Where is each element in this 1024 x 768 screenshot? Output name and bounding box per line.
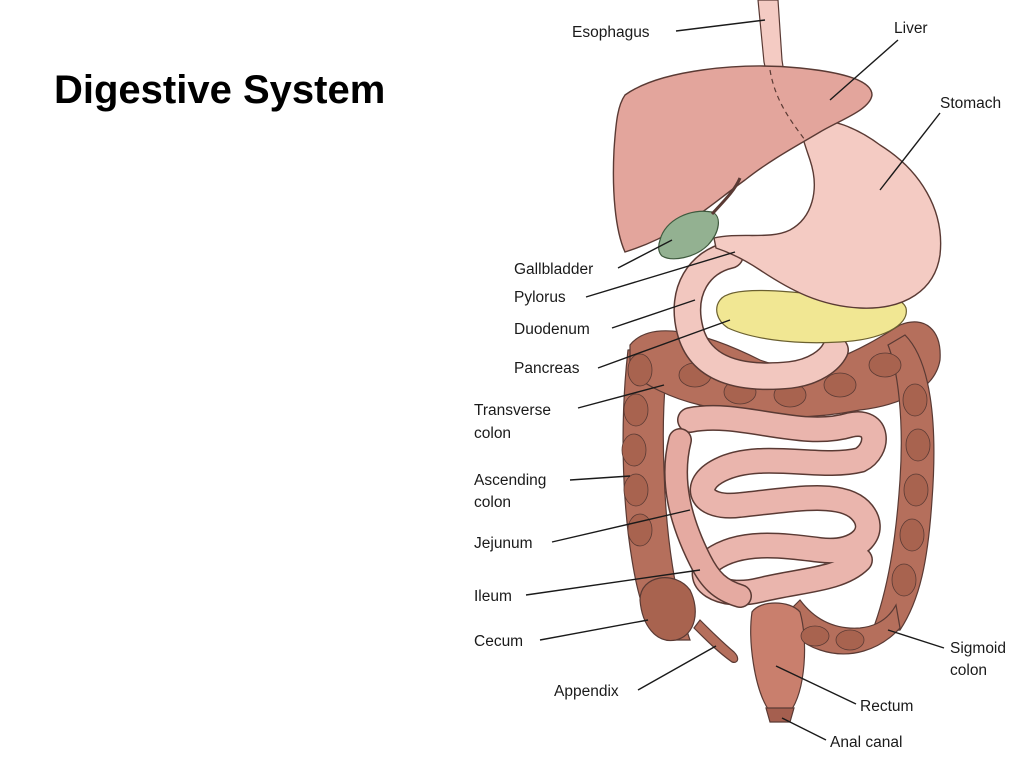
label-duodenum: Duodenum bbox=[514, 321, 590, 338]
label-transverse-colon-line2: colon bbox=[474, 425, 511, 442]
label-ileum: Ileum bbox=[474, 588, 512, 605]
label-cecum: Cecum bbox=[474, 633, 523, 650]
label-sigmoid-colon-line1: Sigmoid bbox=[950, 640, 1006, 657]
slide-title: Digestive System bbox=[54, 68, 386, 112]
rectum-shape bbox=[750, 602, 806, 713]
label-sigmoid-colon-line2: colon bbox=[950, 662, 987, 679]
label-liver: Liver bbox=[894, 20, 928, 37]
bile-duct bbox=[710, 177, 742, 216]
label-ascending-colon-line2: colon bbox=[474, 494, 511, 511]
appendix-shape bbox=[693, 619, 739, 663]
label-gallbladder: Gallbladder bbox=[514, 261, 593, 278]
anal-canal-shape bbox=[765, 707, 795, 723]
label-pylorus: Pylorus bbox=[514, 289, 566, 306]
label-ascending-colon-line1: Ascending bbox=[474, 472, 546, 489]
label-rectum: Rectum bbox=[860, 698, 913, 715]
gallbladder-shape bbox=[658, 210, 719, 260]
label-transverse-colon-line1: Transverse bbox=[474, 402, 551, 419]
organ-labels: Esophagus Liver Stomach Gallbladder Pylo… bbox=[474, 20, 1006, 751]
label-jejunum: Jejunum bbox=[474, 535, 533, 552]
label-pancreas: Pancreas bbox=[514, 360, 580, 377]
cecum-shape bbox=[639, 577, 696, 642]
label-anal-canal: Anal canal bbox=[830, 734, 902, 751]
duodenum-illustration bbox=[673, 241, 849, 391]
label-esophagus: Esophagus bbox=[572, 24, 650, 41]
stomach-shape bbox=[713, 118, 942, 309]
esophagus-hidden-line bbox=[769, 69, 806, 141]
label-stomach: Stomach bbox=[940, 95, 1001, 112]
leader-lines bbox=[525, 19, 945, 741]
label-appendix: Appendix bbox=[554, 683, 619, 700]
small-intestine-illustration bbox=[664, 404, 887, 608]
liver-shape bbox=[612, 65, 873, 253]
